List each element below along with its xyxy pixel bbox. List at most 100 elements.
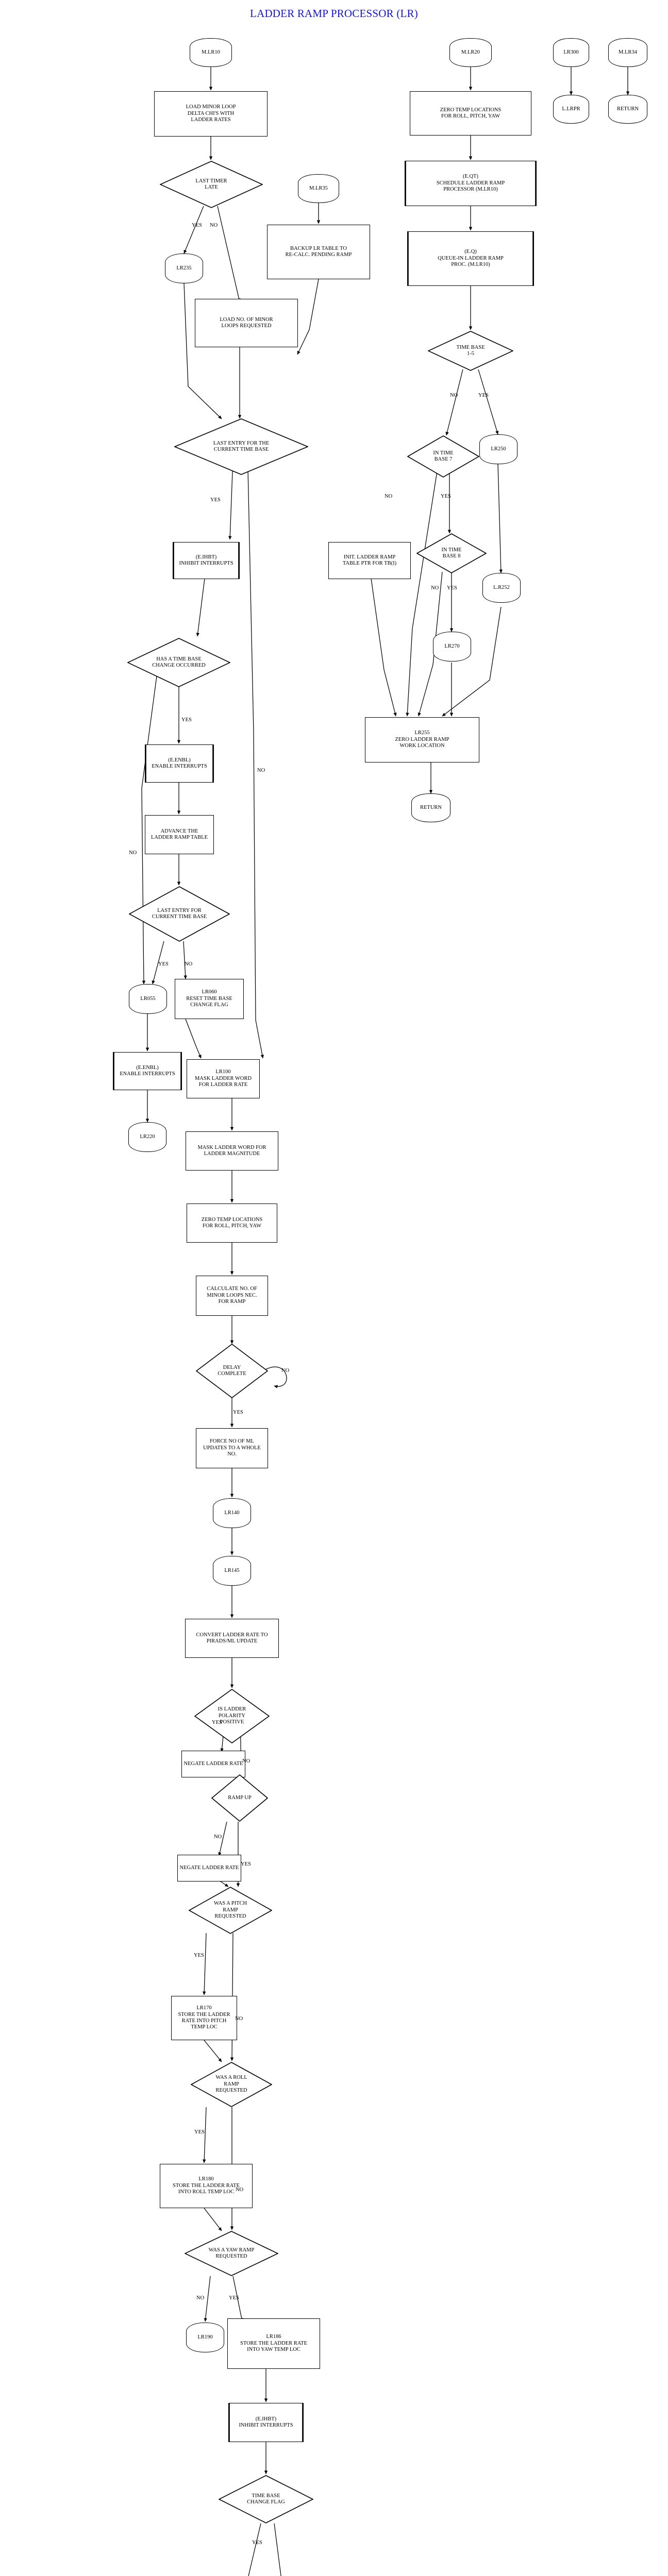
terminator-lr235[interactable]: LR235 (165, 253, 203, 283)
node-label: CONVERT LADDER RATE TO PIRADS/ML UPDATE (196, 1632, 268, 1644)
node-label: DELAY COMPLETE (218, 1364, 246, 1377)
terminator-lr300[interactable]: LR300 (553, 38, 589, 67)
process-lr186-store-yaw[interactable]: LR186 STORE THE LADDER RATE INTO YAW TEM… (227, 2318, 320, 2369)
decision-was-roll-ramp-requested[interactable]: WAS A ROLL RAMP REQUESTED (191, 2062, 272, 2107)
process-queue-in-ladder-ramp[interactable]: (E.Q) QUEUE-IN LADDER RAMP PROC. (M.LR10… (407, 231, 534, 286)
terminator-return-b[interactable]: RETURN (411, 793, 450, 822)
diamond-shape (196, 1344, 268, 1398)
diamond-shape (191, 2062, 272, 2107)
node-label: LAST TIMER LATE (195, 178, 227, 190)
process-load-no-of-minor-loops[interactable]: LOAD NO. OF MINOR LOOPS REQUESTED (195, 299, 298, 347)
process-load-minor-loop[interactable]: LOAD MINOR LOOP DELTA CHI'S WITH LADDER … (154, 91, 268, 137)
node-label: BACKUP LR TABLE TO RE-CALC. PENDING RAMP (285, 245, 352, 258)
process-mask-ladder-word-magnitude[interactable]: MASK LADDER WORD FOR LADDER MAGNITUDE (186, 1131, 278, 1171)
edge-label-tbchange-no: NO (129, 850, 137, 856)
process-inhibit-interrupts-2[interactable]: (E.IHBT) INHIBIT INTERRUPTS (228, 2403, 304, 2442)
edge-label-tbchange-yes: YES (181, 717, 192, 723)
decision-last-entry-current-time-base-1[interactable]: LAST ENTRY FOR THE CURRENT TIME BASE (174, 418, 308, 475)
process-enable-interrupts-2[interactable]: (E.ENBL) ENABLE INTERRUPTS (113, 1052, 182, 1090)
decision-last-entry-current-time-base-2[interactable]: LAST ENTRY FOR CURRENT TIME BASE (129, 886, 230, 942)
diamond-shape (219, 2475, 313, 2523)
terminator-lr250[interactable]: LR250 (479, 434, 517, 464)
node-label: LR055 (140, 995, 156, 1002)
node-label: WAS A YAW RAMP REQUESTED (208, 2247, 255, 2259)
node-label: LAST ENTRY FOR THE CURRENT TIME BASE (213, 440, 270, 452)
node-label: RAMP UP (228, 1794, 252, 1801)
edge-label-intb8-no: NO (431, 585, 439, 591)
node-label: (E.ENBL) ENABLE INTERRUPTS (120, 1064, 175, 1077)
node-label: IN TIME BASE 8 (441, 547, 462, 559)
node-label: IS LADDER POLARITY POSITIVE (218, 1706, 246, 1725)
edge-label-tb15-no: NO (450, 393, 458, 398)
terminator-return-a[interactable]: RETURN (608, 95, 647, 124)
node-label: LOAD NO. OF MINOR LOOPS REQUESTED (220, 316, 273, 329)
edge-label-pitch-yes: YES (194, 1953, 204, 1958)
process-lr255-zero-ladder-ramp[interactable]: LR255 ZERO LADDER RAMP WORK LOCATION (365, 717, 479, 762)
process-negate-ladder-rate-1[interactable]: NEGATE LADDER RATE (181, 1751, 245, 1777)
terminator-mlr20[interactable]: M.LR20 (449, 38, 492, 67)
decision-has-time-base-change-occurred[interactable]: HAS A TIME BASE CHANGE OCCURRED (127, 638, 230, 687)
process-calculate-no-minor-loops[interactable]: CALCULATE NO. OF MINOR LOOPS NEC. FOR RA… (196, 1276, 268, 1316)
node-label: LR186 STORE THE LADDER RATE INTO YAW TEM… (240, 2334, 307, 2353)
terminator-lr190[interactable]: LR190 (186, 2323, 224, 2352)
terminator-lr140[interactable]: LR140 (213, 1498, 251, 1528)
decision-in-time-base-8[interactable]: IN TIME BASE 8 (416, 533, 487, 573)
edge-label-tbflag-yes: YES (252, 2540, 262, 2546)
terminator-mlr10[interactable]: M.LR10 (190, 38, 232, 67)
decision-was-yaw-ramp-requested[interactable]: WAS A YAW RAMP REQUESTED (185, 2231, 278, 2276)
process-backup-lr-table[interactable]: BACKUP LR TABLE TO RE-CALC. PENDING RAMP (267, 225, 370, 279)
decision-is-ladder-polarity-positive[interactable]: IS LADDER POLARITY POSITIVE (194, 1689, 270, 1743)
process-zero-temp-locations-1[interactable]: ZERO TEMP LOCATIONS FOR ROLL, PITCH, YAW (410, 91, 531, 135)
edge-label-last-entry2-yes: YES (158, 961, 169, 967)
process-negate-ladder-rate-2[interactable]: NEGATE LADDER RATE (177, 1855, 241, 1882)
terminator-mlr34[interactable]: M.LR34 (608, 38, 647, 67)
terminator-lr055[interactable]: LR055 (129, 984, 167, 1014)
node-label: M.LR34 (619, 49, 637, 55)
edge-label-last-entry2-no: NO (185, 961, 193, 967)
terminator-llrpr[interactable]: L.LRPR (553, 95, 589, 124)
process-lr170-store-pitch[interactable]: LR170 STORE THE LADDER RATE INTO PITCH T… (171, 1996, 237, 2040)
node-label: LOAD MINOR LOOP DELTA CHI'S WITH LADDER … (186, 104, 236, 123)
process-enable-interrupts-1[interactable]: (E.ENBL) ENABLE INTERRUPTS (145, 744, 214, 783)
edge-label-rampup-no: NO (214, 1834, 222, 1840)
process-lr100-mask-ladder-word-rate[interactable]: LR100 MASK LADDER WORD FOR LADDER RATE (187, 1059, 260, 1098)
node-label: M.LR10 (202, 49, 220, 55)
node-label: LR170 STORE THE LADDER RATE INTO PITCH T… (178, 2005, 230, 2030)
decision-in-time-base-7[interactable]: IN TIME BASE 7 (407, 435, 479, 478)
node-label: WAS A PITCH RAMP REQUESTED (213, 1901, 247, 1920)
node-label: TIME BASE CHANGE FLAG (247, 2493, 285, 2505)
process-init-ladder-ramp-table-ptr[interactable]: INIT. LADDER RAMP TABLE PTR FOR TB(I) (328, 542, 411, 579)
terminator-lr252[interactable]: L.R252 (482, 573, 521, 603)
node-label: MASK LADDER WORD FOR LADDER MAGNITUDE (197, 1144, 266, 1157)
edge-label-intb8-yes: YES (447, 585, 457, 591)
terminator-mlr35[interactable]: M.LR35 (298, 174, 339, 203)
terminator-lr145[interactable]: LR145 (213, 1556, 251, 1586)
process-schedule-ladder-ramp-1[interactable]: (E.QT) SCHEDULE LADDER RAMP PROCESSOR (M… (405, 161, 537, 206)
decision-delay-complete[interactable]: DELAY COMPLETE (196, 1344, 268, 1398)
edge-label-intb7-yes: YES (441, 494, 451, 499)
process-inhibit-interrupts-1[interactable]: (E.IHBT) INHIBIT INTERRUPTS (173, 542, 240, 579)
node-label: L.LRPR (562, 106, 580, 112)
node-label: TIME BASE 1-5 (456, 344, 485, 357)
process-convert-ladder-rate[interactable]: CONVERT LADDER RATE TO PIRADS/ML UPDATE (185, 1619, 279, 1658)
terminator-lr220[interactable]: LR220 (128, 1122, 166, 1152)
process-lr060-reset-time-base-flag[interactable]: LR060 RESET TIME BASE CHANGE FLAG (175, 979, 244, 1019)
node-label: ZERO TEMP LOCATIONS FOR ROLL, PITCH, YAW (440, 107, 502, 119)
process-force-no-ml-updates[interactable]: FORCE NO OF ML UPDATES TO A WHOLE NO. (196, 1428, 268, 1468)
node-label: LR145 (224, 1567, 240, 1573)
decision-ramp-up[interactable]: RAMP UP (211, 1774, 268, 1822)
terminator-lr270[interactable]: LR270 (433, 632, 471, 662)
node-label: (E.IHBT) INHIBIT INTERRUPTS (239, 2416, 293, 2428)
process-zero-temp-locations-2[interactable]: ZERO TEMP LOCATIONS FOR ROLL, PITCH, YAW (187, 1204, 277, 1243)
decision-time-base-1-5[interactable]: TIME BASE 1-5 (428, 331, 513, 371)
decision-time-base-change-flag[interactable]: TIME BASE CHANGE FLAG (219, 2475, 313, 2523)
process-advance-ladder-ramp-table-1[interactable]: ADVANCE THE LADDER RAMP TABLE (145, 815, 214, 854)
decision-was-pitch-ramp-requested[interactable]: WAS A PITCH RAMP REQUESTED (189, 1887, 272, 1934)
node-label: (E.Q) QUEUE-IN LADDER RAMP PROC. (M.LR10… (438, 249, 504, 268)
process-lr180-store-roll[interactable]: LR180 STORE THE LADDER RATE INTO ROLL TE… (160, 2164, 253, 2208)
decision-last-timer-late[interactable]: LAST TIMER LATE (160, 161, 263, 208)
node-label: INIT. LADDER RAMP TABLE PTR FOR TB(I) (342, 554, 397, 566)
node-label: LR220 (140, 1133, 155, 1140)
edge-label-tb15-yes: YES (478, 393, 489, 398)
